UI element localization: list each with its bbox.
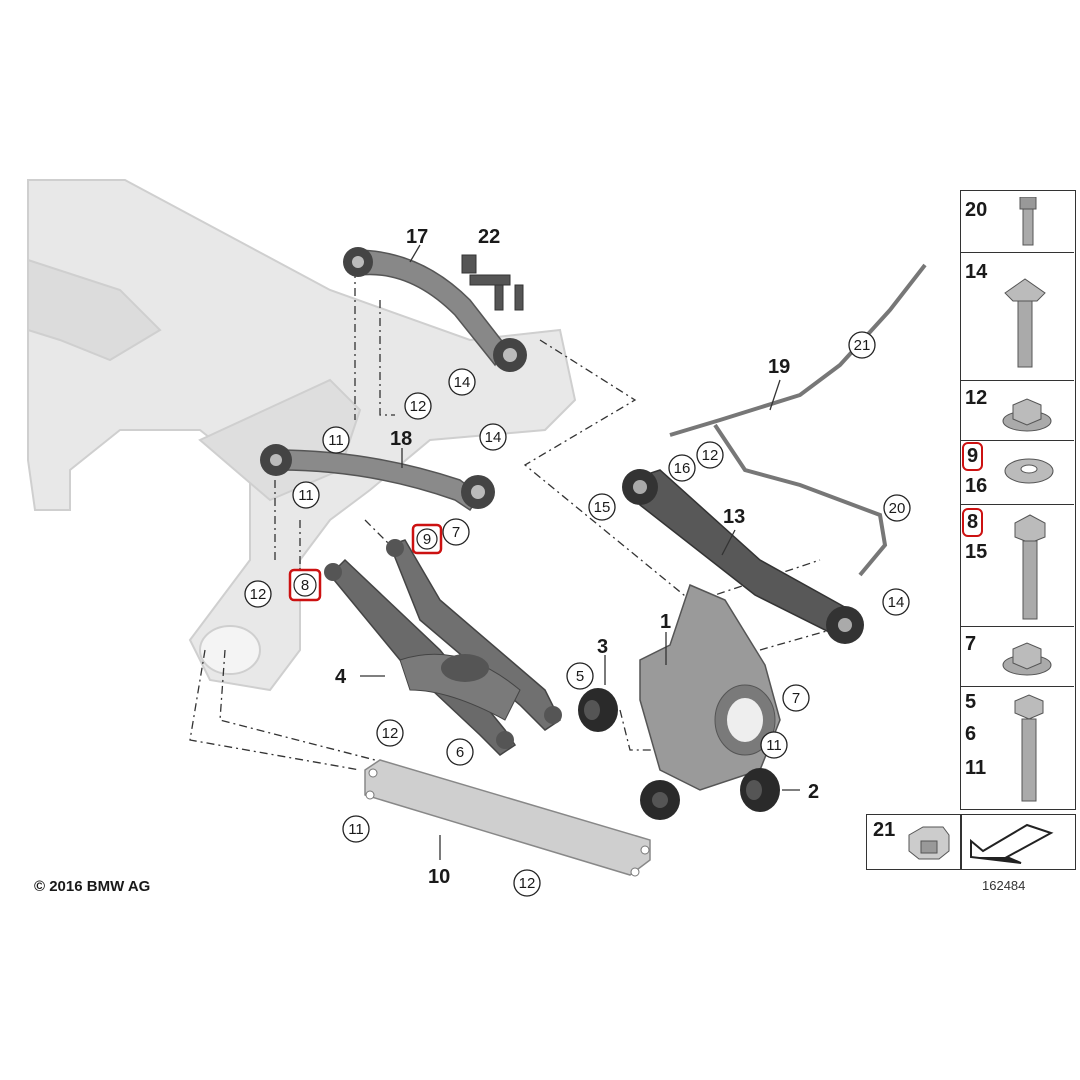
highlighted-9: 9 [423, 531, 431, 548]
side-cell-9-16: 9 16 [961, 441, 1074, 505]
bracket-22 [461, 254, 524, 311]
callout-13: 13 [723, 506, 745, 528]
side-cell-5-6-11: 5 6 11 [961, 687, 1074, 809]
part-number: 162484 [982, 878, 1026, 893]
highlighted-8: 8 [301, 577, 309, 594]
screw-icon [1019, 197, 1037, 246]
callout-1: 1 [660, 611, 671, 633]
flange-nut-icon [1002, 642, 1052, 676]
arm-18 [260, 444, 495, 512]
stabilizer-19 [669, 263, 927, 577]
circled-12: 12 [519, 875, 536, 892]
clip-box: 21 [866, 814, 962, 870]
side-num-14: 14 [965, 261, 988, 283]
callout-18: 18 [390, 428, 412, 450]
side-cell-7: 7 [961, 627, 1074, 687]
circled-12: 12 [382, 725, 399, 742]
circled-11: 11 [328, 432, 344, 449]
circled-14: 14 [485, 429, 502, 446]
circled-5: 5 [576, 668, 584, 685]
circled-21: 21 [854, 337, 871, 354]
circled-16: 16 [674, 460, 691, 477]
arrow-icon [970, 823, 1054, 864]
side-num-7: 7 [965, 633, 977, 655]
side-num-20: 20 [965, 199, 988, 221]
circled-12: 12 [250, 586, 267, 603]
bolt-icon [1014, 514, 1046, 620]
wheel-carrier-1 [639, 583, 781, 791]
side-cell-20: 20 [961, 191, 1074, 253]
circled-11: 11 [298, 487, 314, 504]
copyright: © 2016 BMW AG [34, 878, 151, 895]
long-bolt-icon [1014, 694, 1044, 802]
plate-10 [364, 759, 651, 877]
side-num-8: 8 [961, 508, 984, 537]
side-num-5: 5 [965, 691, 977, 713]
bottom-num-21: 21 [873, 819, 896, 841]
callout-17: 17 [406, 226, 428, 248]
side-num-6: 6 [965, 723, 977, 745]
side-cell-14: 14 [961, 253, 1074, 381]
callout-lines [360, 244, 800, 860]
circled-6: 6 [456, 744, 464, 761]
bushings [578, 688, 780, 820]
callout-4: 4 [335, 666, 347, 688]
side-num-16: 16 [965, 475, 988, 497]
callout-22: 22 [478, 226, 500, 248]
parts-side-table: 20 14 12 9 16 8 15 7 [960, 190, 1076, 810]
circled-11: 11 [766, 737, 782, 754]
washer-icon [1004, 458, 1054, 484]
side-cell-8-15: 8 15 [961, 505, 1074, 627]
circled-15: 15 [594, 499, 611, 516]
clip-icon [908, 826, 950, 860]
callouts: 17 22 18 4 3 1 13 19 2 10 [335, 226, 819, 888]
circled-11: 11 [348, 821, 364, 838]
callout-2: 2 [808, 781, 819, 803]
circled-12: 12 [702, 447, 719, 464]
circled-labels: 14 12 11 14 11 12 7 21 16 12 15 20 14 5 … [250, 337, 906, 892]
callout-19: 19 [768, 356, 790, 378]
circled-14: 14 [454, 374, 471, 391]
side-cell-12: 12 [961, 381, 1074, 441]
circled-20: 20 [889, 500, 906, 517]
arrow-box [960, 814, 1076, 870]
side-num-15: 15 [965, 541, 988, 563]
side-num-9: 9 [961, 442, 984, 471]
circled-12: 12 [410, 398, 427, 415]
side-num-11: 11 [965, 757, 987, 779]
arm-17 [343, 247, 527, 372]
circled-7: 7 [792, 690, 800, 707]
bolt-flange-icon [1004, 278, 1046, 368]
circled-14: 14 [888, 594, 905, 611]
callout-10: 10 [428, 866, 450, 888]
circled-numbers [244, 331, 911, 897]
nut-icon [1002, 398, 1052, 432]
side-num-12: 12 [965, 387, 988, 409]
arm-13 [622, 469, 864, 644]
arm-4 [324, 539, 562, 756]
callout-3: 3 [597, 636, 608, 658]
circled-7: 7 [452, 524, 460, 541]
highlighted-callouts: 8 9 [288, 523, 443, 602]
